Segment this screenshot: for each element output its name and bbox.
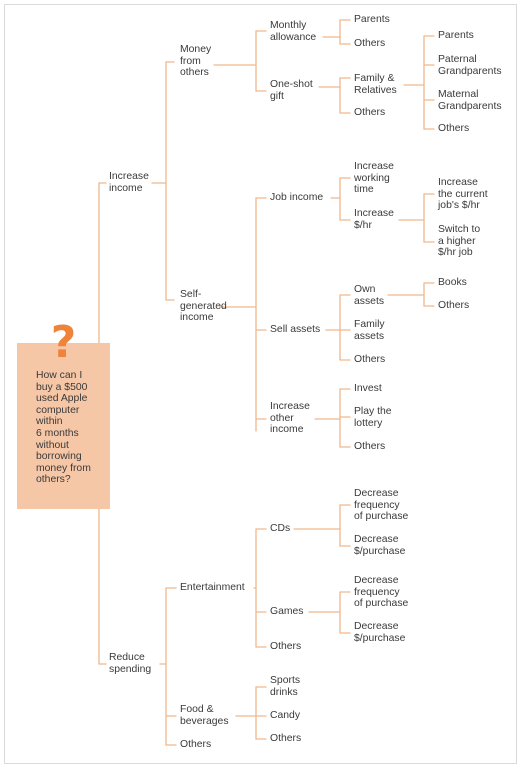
- node-increase-working-time: Increase working time: [354, 161, 394, 195]
- node-games: Games: [270, 606, 304, 617]
- node-entertainment: Entertainment: [180, 582, 245, 593]
- node-food-beverages: Food & beverages: [180, 704, 229, 727]
- node-monthly-allowance: Monthly allowance: [270, 20, 317, 43]
- node-books: Books: [438, 277, 467, 288]
- node-play-lottery: Play the lottery: [354, 406, 392, 429]
- node-reduce-spending: Reduce spending: [109, 652, 152, 675]
- node-increase-income: Increase income: [109, 171, 149, 194]
- node-gift-others: Others: [354, 107, 386, 118]
- node-cd-decrease-frequency: Decrease frequency of purchase: [354, 488, 409, 522]
- node-own-assets: Own assets: [354, 284, 385, 307]
- node-games-decrease-frequency: Decrease frequency of purchase: [354, 575, 409, 609]
- node-money-from-others: Money from others: [180, 44, 212, 78]
- node-cd-decrease-price: Decrease $/purchase: [354, 534, 406, 557]
- node-spending-others: Others: [180, 739, 212, 750]
- node-sell-assets: Sell assets: [270, 324, 321, 335]
- node-increase-current-rate: Increase the current job's $/hr: [438, 177, 488, 211]
- node-allowance-parents: Parents: [354, 14, 390, 25]
- node-one-shot-gift: One-shot gift: [270, 79, 313, 102]
- node-cds: CDs: [270, 523, 291, 534]
- node-other-income-others: Others: [354, 441, 386, 452]
- node-increase-other-income: Increase other income: [270, 401, 310, 435]
- node-paternal-grandparents: Paternal Grandparents: [438, 54, 502, 77]
- node-entertainment-others: Others: [270, 641, 302, 652]
- node-sports-drinks: Sports drinks: [270, 675, 301, 698]
- node-maternal-grandparents: Maternal Grandparents: [438, 89, 502, 112]
- node-food-others: Others: [270, 733, 302, 744]
- question-mark-icon: ?: [50, 317, 77, 368]
- node-games-decrease-price: Decrease $/purchase: [354, 621, 406, 644]
- node-family-relatives: Family & Relatives: [354, 73, 397, 96]
- diagram-frame: [4, 4, 517, 764]
- node-sell-assets-others: Others: [354, 354, 386, 365]
- node-relatives-others: Others: [438, 123, 470, 134]
- root-question: How can I buy a $500 used Apple computer…: [36, 370, 91, 486]
- node-increase-rate: Increase $/hr: [354, 208, 394, 231]
- node-family-assets: Family assets: [354, 319, 385, 342]
- node-relatives-parents: Parents: [438, 30, 474, 41]
- node-own-assets-others: Others: [438, 300, 470, 311]
- node-switch-job: Switch to a higher $/hr job: [438, 224, 481, 258]
- node-self-generated-income: Self- generated income: [180, 289, 227, 323]
- node-job-income: Job income: [270, 192, 324, 203]
- node-invest: Invest: [354, 383, 382, 394]
- node-candy: Candy: [270, 710, 301, 721]
- node-allowance-others: Others: [354, 38, 386, 49]
- root-question-box: ? How can I buy a $500 used Apple comput…: [17, 319, 110, 509]
